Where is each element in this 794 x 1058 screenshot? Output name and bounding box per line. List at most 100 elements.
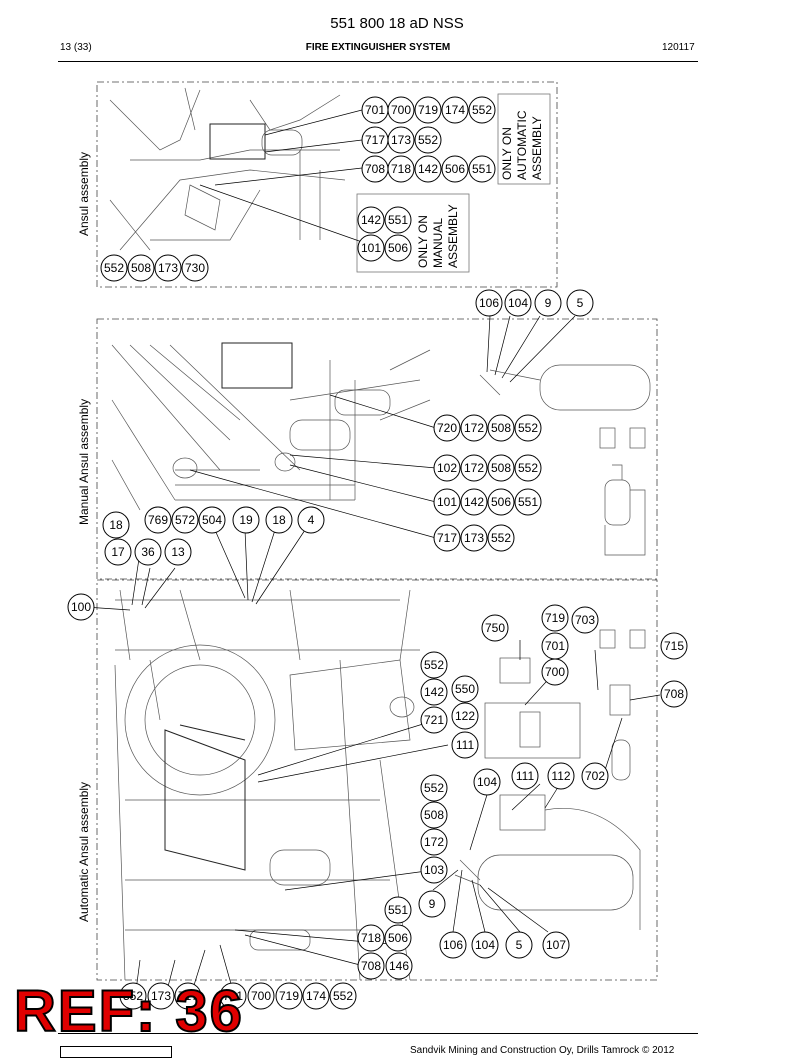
automatic-section-box bbox=[96, 579, 658, 981]
callout-label: 730 bbox=[185, 261, 205, 275]
callout-18: 18 bbox=[265, 506, 293, 534]
callout-label: 18 bbox=[109, 518, 123, 532]
manual-machine-illustration bbox=[111, 342, 651, 556]
callout-730: 730 bbox=[181, 254, 209, 282]
callout-142: 142 bbox=[420, 678, 448, 706]
callout-label: 551 bbox=[388, 903, 408, 917]
callout-label: 172 bbox=[464, 461, 484, 475]
callout-173: 173 bbox=[387, 126, 415, 154]
callout-174: 174 bbox=[302, 982, 330, 1010]
callout-769: 769 bbox=[144, 506, 172, 534]
reference-stamp: REF: 36 bbox=[13, 979, 244, 1044]
callout-142: 142 bbox=[414, 155, 442, 183]
callout-701: 701 bbox=[361, 96, 389, 124]
callout-label: 719 bbox=[279, 989, 299, 1003]
callout-label: 9 bbox=[545, 296, 552, 310]
callout-label: 708 bbox=[664, 687, 684, 701]
callout-552: 552 bbox=[514, 454, 542, 482]
callout-label: 174 bbox=[306, 989, 326, 1003]
callout-111: 111 bbox=[451, 731, 479, 759]
svg-text:ASSEMBLY: ASSEMBLY bbox=[446, 204, 460, 268]
section-label-ansul: Ansul assembly bbox=[77, 152, 91, 236]
callout-172: 172 bbox=[460, 454, 488, 482]
callout-106: 106 bbox=[475, 289, 503, 317]
callout-719: 719 bbox=[414, 96, 442, 124]
callout-label: 173 bbox=[464, 531, 484, 545]
callout-142: 142 bbox=[460, 488, 488, 516]
callout-552: 552 bbox=[420, 774, 448, 802]
callout-700: 700 bbox=[247, 982, 275, 1010]
callout-label: 142 bbox=[424, 685, 444, 699]
callout-label: 508 bbox=[491, 461, 511, 475]
callout-508: 508 bbox=[420, 801, 448, 829]
callout-label: 13 bbox=[171, 545, 185, 559]
callout-label: 5 bbox=[516, 938, 523, 952]
callout-label: 102 bbox=[437, 461, 457, 475]
callout-101: 101 bbox=[433, 488, 461, 516]
callout-label: 551 bbox=[518, 495, 538, 509]
callout-552: 552 bbox=[514, 414, 542, 442]
callout-717: 717 bbox=[433, 524, 461, 552]
callout-label: 572 bbox=[175, 513, 195, 527]
callout-label: 146 bbox=[389, 959, 409, 973]
callout-111: 111 bbox=[511, 762, 539, 790]
callout-552: 552 bbox=[119, 982, 147, 1010]
callout-508: 508 bbox=[487, 454, 515, 482]
callout-label: 708 bbox=[361, 959, 381, 973]
document-date: 120117 bbox=[662, 42, 695, 53]
callout-9: 9 bbox=[534, 289, 562, 317]
callout-label: 720 bbox=[437, 421, 457, 435]
callout-label: 106 bbox=[479, 296, 499, 310]
callout-719: 719 bbox=[275, 982, 303, 1010]
callout-106: 106 bbox=[439, 931, 467, 959]
callout-717: 717 bbox=[174, 982, 202, 1010]
callout-506: 506 bbox=[384, 234, 412, 262]
callout-718: 718 bbox=[387, 155, 415, 183]
callout-104: 104 bbox=[471, 931, 499, 959]
leader-lines bbox=[84, 109, 661, 999]
automatic-machine-illustration bbox=[114, 589, 646, 981]
callout-label: 5 bbox=[577, 296, 584, 310]
callout-label: 173 bbox=[158, 261, 178, 275]
sandvik-logo bbox=[60, 1046, 172, 1058]
manual-note-box bbox=[356, 193, 470, 273]
callout-172: 172 bbox=[460, 414, 488, 442]
callout-label: 702 bbox=[585, 769, 605, 783]
callout-label: 4 bbox=[308, 513, 315, 527]
callout-4: 4 bbox=[297, 506, 325, 534]
svg-text:ASSEMBLY: ASSEMBLY bbox=[530, 116, 544, 180]
callout-700: 700 bbox=[387, 96, 415, 124]
callout-label: 718 bbox=[391, 162, 411, 176]
ansul-section-box bbox=[96, 81, 558, 288]
callout-label: 174 bbox=[445, 103, 465, 117]
callout-label: 750 bbox=[485, 621, 505, 635]
callout-750: 750 bbox=[481, 614, 509, 642]
callout-506: 506 bbox=[384, 924, 412, 952]
callout-label: 701 bbox=[223, 989, 243, 1003]
callout-701: 701 bbox=[541, 632, 569, 660]
callout-label: 552 bbox=[123, 989, 143, 1003]
callout-718: 718 bbox=[357, 924, 385, 952]
section-label-manual: Manual Ansul assembly bbox=[77, 399, 91, 525]
callout-label: 719 bbox=[418, 103, 438, 117]
callout-label: 715 bbox=[664, 639, 684, 653]
callout-label: 769 bbox=[148, 513, 168, 527]
callout-label: 122 bbox=[455, 709, 475, 723]
callout-label: 104 bbox=[508, 296, 528, 310]
callout-label: 717 bbox=[178, 989, 198, 1003]
callout-36: 36 bbox=[134, 538, 162, 566]
callout-717: 717 bbox=[361, 126, 389, 154]
callout-label: 172 bbox=[464, 421, 484, 435]
callout-label: 112 bbox=[551, 769, 570, 783]
callout-703: 703 bbox=[571, 606, 599, 634]
callout-174: 174 bbox=[441, 96, 469, 124]
callout-label: 552 bbox=[333, 989, 353, 1003]
callout-719: 719 bbox=[541, 604, 569, 632]
callout-label: 106 bbox=[443, 938, 463, 952]
callout-label: 700 bbox=[391, 103, 411, 117]
callout-label: 700 bbox=[545, 665, 565, 679]
callout-label: 19 bbox=[239, 513, 253, 527]
callout-label: 552 bbox=[424, 781, 444, 795]
callout-label: 508 bbox=[131, 261, 151, 275]
